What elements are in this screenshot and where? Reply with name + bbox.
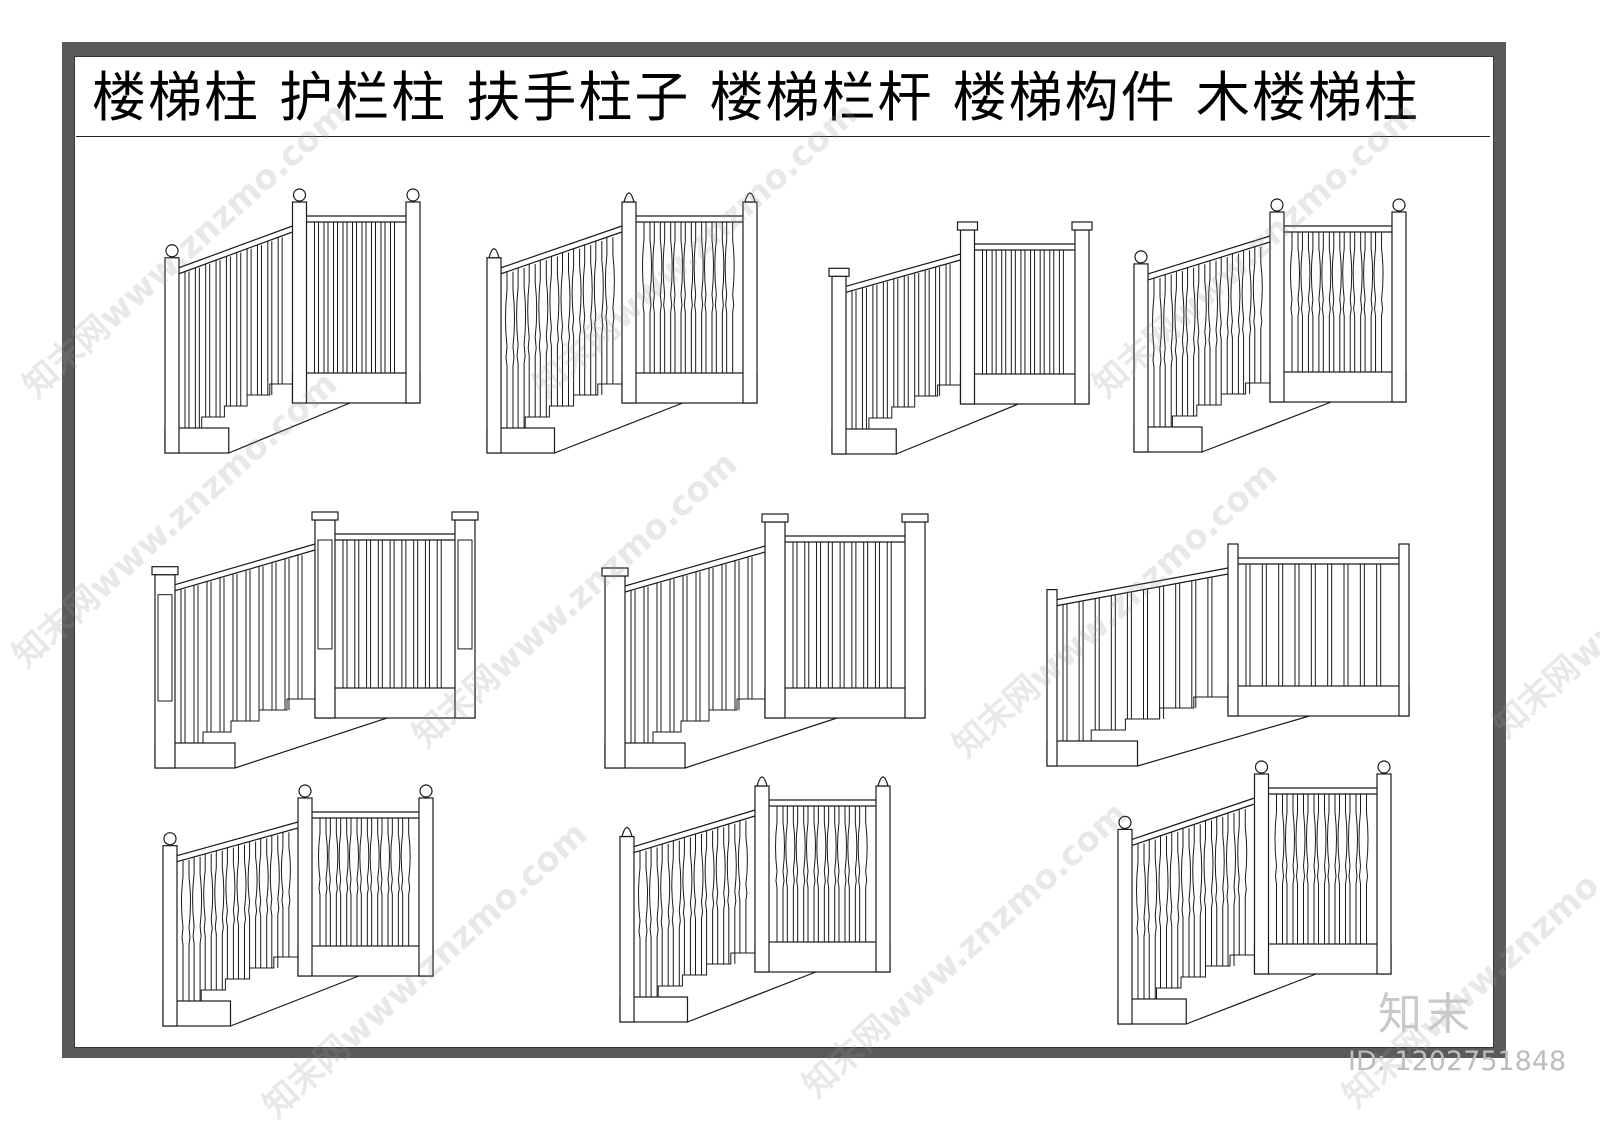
title-bar: 楼梯柱 护栏柱 扶手柱子 楼梯栏杆 楼梯构件 木楼梯柱 xyxy=(76,62,1490,137)
railing-elevation-8 xyxy=(162,784,434,1027)
railing-elevation-10 xyxy=(1117,760,1392,1025)
railing-elevation-4 xyxy=(1133,198,1407,453)
railing-elevation-9 xyxy=(619,776,891,1023)
railing-elevation-7 xyxy=(1046,543,1410,767)
railing-elevation-2 xyxy=(486,192,758,454)
railing-elevation-5 xyxy=(151,511,479,769)
railing-elevation-3 xyxy=(828,221,1093,455)
railing-elevation-1 xyxy=(164,188,421,454)
railing-elevation-6 xyxy=(601,513,929,769)
brand-logo: 知末 xyxy=(1378,989,1474,1040)
image-id: ID: 1202751848 xyxy=(1348,1046,1567,1077)
page-title: 楼梯柱 护栏柱 扶手柱子 楼梯栏杆 楼梯构件 木楼梯柱 xyxy=(92,66,1420,129)
